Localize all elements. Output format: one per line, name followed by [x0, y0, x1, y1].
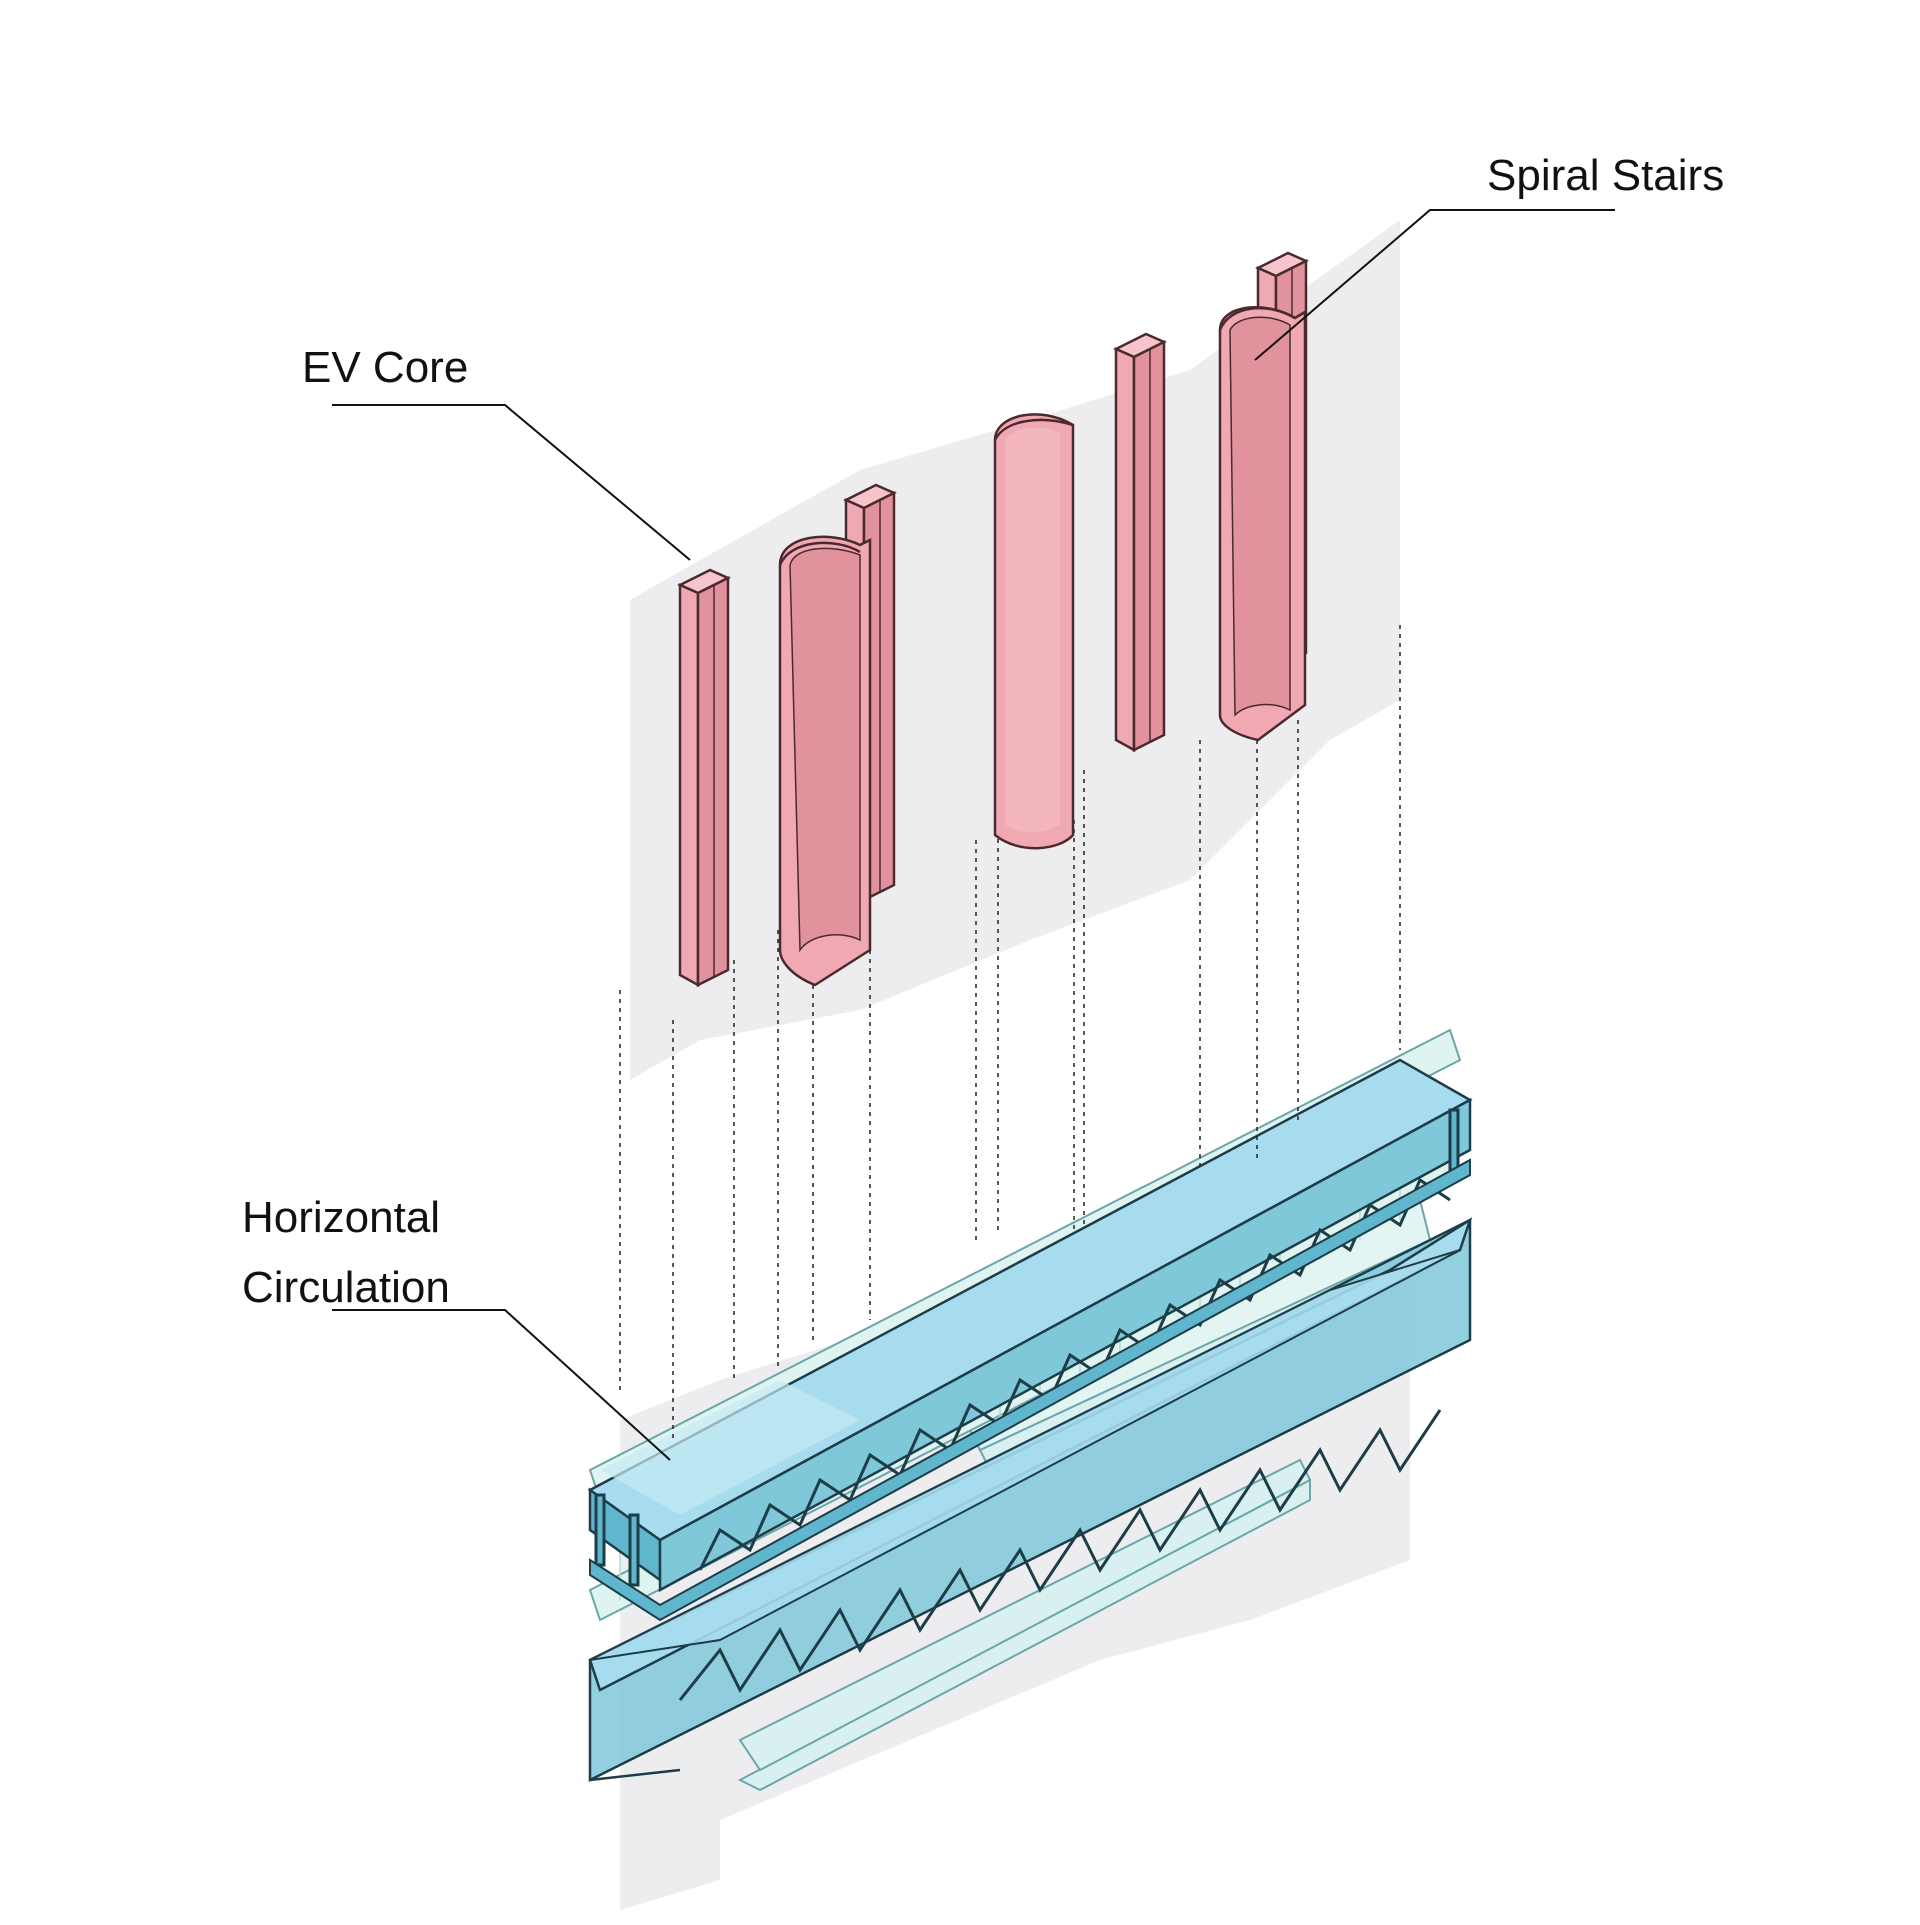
spiral-stair-1	[778, 535, 872, 987]
horizontal-circulation-leader	[332, 1309, 671, 1461]
bridge-upper	[587, 1058, 1473, 1622]
ev-core-3	[1113, 332, 1167, 753]
horizontal-circulation-label-line2: Circulation	[242, 1263, 450, 1312]
bridge-upper-front	[658, 1097, 1472, 1593]
leader-lines	[332, 209, 1615, 1461]
horizontal-circulation-label-line1: Horizontal	[242, 1193, 441, 1242]
bridge-upper-deck-highlight	[600, 1380, 860, 1515]
bridge-upper-truss	[698, 1177, 1451, 1571]
spiral-stair-3	[1218, 306, 1307, 742]
bridge-lower	[588, 1217, 1473, 1783]
ev-core-leader	[332, 404, 691, 561]
bridge-lower-truss	[678, 1409, 1442, 1701]
ev-core-label: EV Core	[302, 343, 469, 392]
spiral-stair-shafts	[778, 306, 1307, 987]
bridge-upper-bottom-slab	[589, 1158, 1471, 1622]
bridge-upper-columns	[594, 1108, 1460, 1587]
spiral-stair-2	[993, 413, 1075, 850]
ev-core-1	[677, 568, 731, 988]
spiral-stairs-leader	[1254, 209, 1615, 361]
spiral-stairs-label: Spiral Stairs	[1487, 151, 1725, 200]
bridge-lower-deck	[589, 1249, 1461, 1661]
projection-lines	[619, 625, 1401, 1440]
